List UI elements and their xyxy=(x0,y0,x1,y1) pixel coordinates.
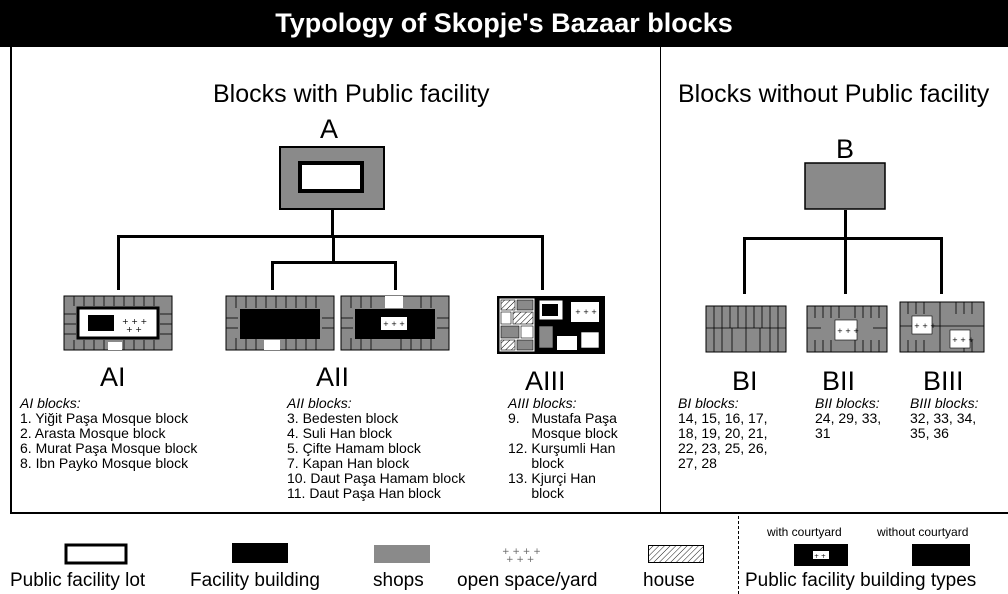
list-item: 9. Mustafa Paşa xyxy=(508,410,617,426)
facility-building-swatch xyxy=(232,543,288,563)
tree-branch-bi xyxy=(743,237,746,294)
list-aii-heading: AII blocks: xyxy=(287,395,352,411)
list-bi-heading: BI blocks: xyxy=(678,395,739,411)
list-bi: BI blocks: 14, 15, 16, 17, 18, 19, 20, 2… xyxy=(678,396,768,471)
type-label-bi: BI xyxy=(732,366,758,396)
list-item: 4. Suli Han block xyxy=(287,425,393,441)
tree-branch-aii-left xyxy=(271,261,274,290)
list-biii-heading: BIII blocks: xyxy=(910,395,979,411)
list-aiii-heading: AIII blocks: xyxy=(508,395,577,411)
svg-text:+ + +: + + + xyxy=(837,327,859,335)
list-item: 3. Bedesten block xyxy=(287,410,399,426)
tree-stem-b xyxy=(844,210,847,238)
figure-title: Typology of Skopje's Bazaar blocks xyxy=(0,0,1008,47)
block-a-icon xyxy=(279,146,385,210)
svg-text:+ + +: + + + xyxy=(575,308,597,316)
legend-shops: shops xyxy=(373,570,424,591)
list-item: 8. Ibn Payko Mosque block xyxy=(20,455,189,471)
list-ai-heading: AI blocks: xyxy=(20,395,81,411)
shops-swatch xyxy=(374,545,430,563)
list-biii: BIII blocks: 32, 33, 34, 35, 36 xyxy=(910,396,978,441)
tree-branch-bii xyxy=(844,237,847,294)
legend-divider xyxy=(10,512,1008,514)
type-label-aii: AII xyxy=(316,362,350,392)
list-item: 1. Yiğit Paşa Mosque block xyxy=(20,410,189,426)
block-b-icon xyxy=(804,162,886,210)
list-item: block xyxy=(508,485,565,501)
type-label-aiii: AIII xyxy=(525,366,566,396)
svg-text:+ +: + + xyxy=(126,325,142,334)
list-item: 7. Kapan Han block xyxy=(287,455,410,471)
frame-left-border xyxy=(10,47,1008,512)
legend-house: house xyxy=(643,570,695,591)
public-facility-lot-swatch xyxy=(64,543,128,565)
plan-ai-icon: + + + + + xyxy=(63,295,173,351)
list-item: 2. Arasta Mosque block xyxy=(20,425,166,441)
tree-branch-aii-stem xyxy=(332,235,335,262)
list-aii: AII blocks: 3. Bedesten block 4. Suli Ha… xyxy=(287,396,465,501)
list-item: 31 xyxy=(815,425,831,441)
list-item: 14, 15, 16, 17, xyxy=(678,410,768,426)
heading-with-facility: Blocks with Public facility xyxy=(213,80,490,108)
legend-public-facility-lot: Public facility lot xyxy=(10,570,146,591)
without-courtyard-swatch xyxy=(912,544,970,566)
plan-aiii-icon: + + + xyxy=(497,296,605,354)
list-aiii: AIII blocks: 9. Mustafa Paşa Mosque bloc… xyxy=(508,396,618,501)
list-item: 11. Daut Paşa Han block xyxy=(287,485,441,501)
list-item: block xyxy=(508,455,565,471)
tree-branch-aii-right xyxy=(394,261,397,290)
heading-without-facility: Blocks without Public facility xyxy=(678,80,990,108)
house-swatch xyxy=(648,545,704,563)
type-label-ai: AI xyxy=(100,362,126,392)
list-item: 10. Daut Paşa Hamam block xyxy=(287,470,466,486)
list-item: 22, 23, 25, 26, xyxy=(678,440,768,456)
tree-branch-ai xyxy=(117,235,120,290)
plan-aii-2-icon: + + + xyxy=(340,295,450,351)
list-item: 35, 36 xyxy=(910,425,949,441)
plan-bi-icon xyxy=(705,305,787,353)
open-space-swatch: + + + + + + + xyxy=(502,547,541,565)
list-item: 12. Kurşumli Han xyxy=(508,440,616,456)
list-item: 18, 19, 20, 21, xyxy=(678,425,768,441)
legend-facility-building: Facility building xyxy=(190,570,320,591)
legend-dashed-divider xyxy=(738,516,739,594)
svg-text:+ + +: + + + xyxy=(122,317,147,326)
list-item: 27, 28 xyxy=(678,455,717,471)
tree-branch-aii-bar xyxy=(271,261,396,264)
plan-aii-1-icon xyxy=(225,295,335,351)
with-courtyard-label: with courtyard xyxy=(767,525,842,539)
svg-text:+ + +: + + + xyxy=(952,336,974,344)
plan-biii-icon: + + + + + + xyxy=(899,301,985,353)
group-letter-a: A xyxy=(320,114,339,144)
tree-bar-a xyxy=(117,235,544,238)
list-item: Mosque block xyxy=(508,425,618,441)
list-ai: AI blocks: 1. Yiğit Paşa Mosque block 2.… xyxy=(20,396,197,471)
svg-text:+ + + +: + + + + xyxy=(502,547,541,557)
tree-branch-biii xyxy=(940,237,943,294)
legend-open-space: open space/yard xyxy=(457,570,598,591)
with-courtyard-swatch: + + xyxy=(794,544,848,566)
list-item: 24, 29, 33, xyxy=(815,410,882,426)
tree-bar-b xyxy=(743,237,943,240)
plan-bii-icon: + + + xyxy=(806,305,888,353)
tree-stem-a xyxy=(331,210,334,236)
tree-branch-aiii xyxy=(541,235,544,290)
svg-text:+ +: + + xyxy=(814,553,826,560)
list-bii-heading: BII blocks: xyxy=(815,395,880,411)
section-divider xyxy=(660,47,661,514)
svg-text:+ + +: + + + xyxy=(914,322,936,330)
list-item: 5. Çifte Hamam block xyxy=(287,440,421,456)
list-item: 13. Kjurçi Han xyxy=(508,470,596,486)
without-courtyard-label: without courtyard xyxy=(877,525,969,539)
svg-text:+ + +: + + + xyxy=(506,555,534,565)
type-label-bii: BII xyxy=(822,366,856,396)
group-letter-b: B xyxy=(836,134,855,164)
list-bii: BII blocks: 24, 29, 33, 31 xyxy=(815,396,881,441)
svg-text:+ + +: + + + xyxy=(383,320,405,328)
legend-building-types: Public facility building types xyxy=(745,570,977,591)
list-item: 32, 33, 34, xyxy=(910,410,977,426)
type-label-biii: BIII xyxy=(923,366,964,396)
list-item: 6. Murat Paşa Mosque block xyxy=(20,440,198,456)
